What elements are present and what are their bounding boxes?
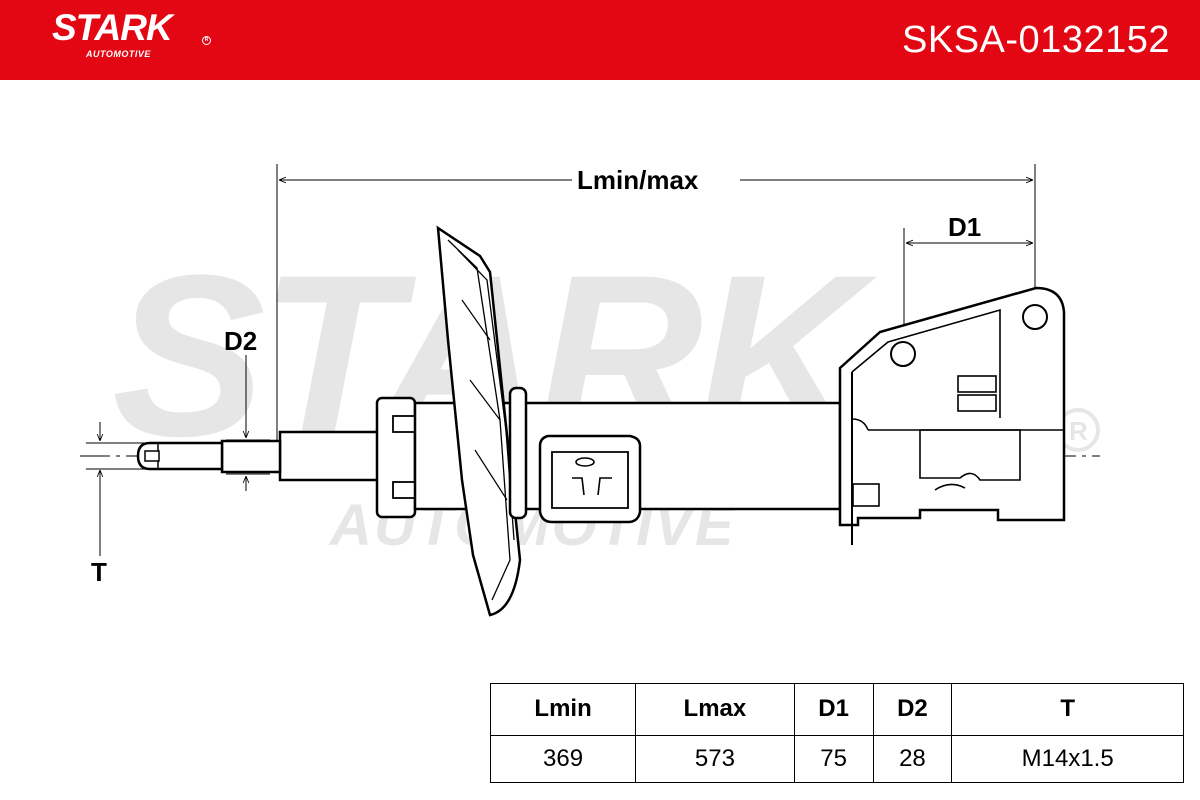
spring-plate xyxy=(436,225,528,617)
hose-bracket xyxy=(538,434,642,524)
spec-value-row: 369 573 75 28 M14x1.5 xyxy=(489,734,1184,784)
spec-value-lmin: 369 xyxy=(489,734,637,784)
brand-name: STARK xyxy=(52,7,173,48)
d1-label: D1 xyxy=(948,212,981,242)
spec-header-lmax: Lmax xyxy=(635,683,795,736)
spec-value-d2: 28 xyxy=(872,734,953,784)
spec-header-d2: D2 xyxy=(872,683,953,736)
spec-value-t: M14x1.5 xyxy=(951,734,1184,784)
brand-logo: STARK R AUTOMOTIVE xyxy=(52,7,211,59)
header-bar: STARK R AUTOMOTIVE SKSA-0132152 xyxy=(0,0,1200,80)
t-dimension xyxy=(86,422,145,556)
top-collar xyxy=(375,396,417,519)
spec-table: Lmin Lmax D1 D2 T 369 573 75 28 M14x1.5 xyxy=(489,683,1184,784)
spec-header-d1: D1 xyxy=(793,683,874,736)
t-label: T xyxy=(91,557,107,587)
knuckle-mount xyxy=(838,286,1066,545)
registered-mark-icon: R xyxy=(202,36,211,45)
piston-rod xyxy=(136,430,382,482)
spec-header-row: Lmin Lmax D1 D2 T xyxy=(489,683,1184,736)
watermark-registered-letter: R xyxy=(1069,416,1088,446)
d2-label: D2 xyxy=(224,326,257,356)
spec-value-d1: 75 xyxy=(793,734,874,784)
shock-absorber-drawing: STARK AUTOMOTIVE R Lmin/max D1 D2 T xyxy=(80,164,1100,617)
length-label: Lmin/max xyxy=(577,165,699,195)
part-number: SKSA-0132152 xyxy=(902,19,1170,61)
spec-header-lmin: Lmin xyxy=(489,683,637,736)
brand-subtitle: AUTOMOTIVE xyxy=(86,49,151,59)
length-dimension xyxy=(276,164,1036,452)
spec-header-t: T xyxy=(951,683,1184,736)
spec-value-lmax: 573 xyxy=(635,734,795,784)
